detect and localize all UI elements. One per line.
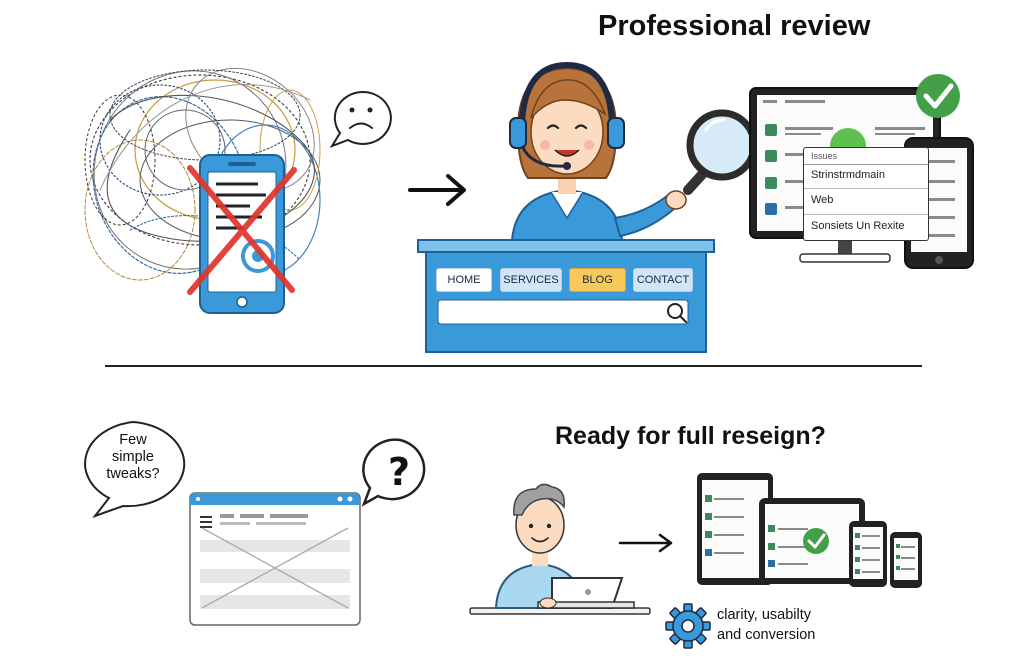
issues-dropdown[interactable]: Issues Strinstrmdmain Web Sonsiets Un Re… xyxy=(803,147,929,241)
broken-phone xyxy=(187,154,297,314)
dropdown-item[interactable]: Strinstrmdmain xyxy=(811,169,885,181)
sad-face-icon xyxy=(329,90,392,148)
dropdown-item[interactable]: Web xyxy=(811,194,834,206)
browser-wireframe xyxy=(189,492,361,626)
nav-blog-button[interactable]: BLOG xyxy=(569,268,626,292)
speech-bubble-text: Few simple tweaks? xyxy=(80,432,186,483)
bubble-line: Few xyxy=(119,432,147,448)
bubble-line: simple xyxy=(112,449,154,465)
dropdown-item[interactable]: Sonsiets Un Rexite xyxy=(811,220,905,232)
reviewer-person xyxy=(509,61,687,241)
svg-text:?: ? xyxy=(388,450,410,494)
benefits-caption: clarity, usabilty and conversion xyxy=(717,605,815,645)
arrow-right-icon xyxy=(618,533,673,553)
magnifier-icon xyxy=(683,109,758,195)
caption-line: and conversion xyxy=(717,627,816,643)
nav-home-button[interactable]: HOME xyxy=(436,268,492,292)
speech-bubble xyxy=(84,420,186,519)
bubble-line: tweaks? xyxy=(106,466,160,482)
nav-services-button[interactable]: SERVICES xyxy=(500,268,562,292)
dropdown-header: Issues xyxy=(811,151,838,161)
check-icon xyxy=(916,74,960,118)
gear-icon xyxy=(665,603,711,649)
search-icon xyxy=(667,303,687,323)
nav-contact-button[interactable]: CONTACT xyxy=(633,268,693,292)
title-professional-review: Professional review xyxy=(598,10,871,42)
man-at-laptop xyxy=(469,483,651,615)
title-ready-for-redesign: Ready for full reseign? xyxy=(555,422,826,450)
responsive-devices xyxy=(697,473,922,588)
website-desk xyxy=(417,239,715,353)
hamburger-icon xyxy=(200,516,212,528)
arrow-right-icon xyxy=(408,174,466,206)
question-icon: ? xyxy=(361,438,426,507)
caption-line: clarity, usabilty xyxy=(717,607,812,623)
